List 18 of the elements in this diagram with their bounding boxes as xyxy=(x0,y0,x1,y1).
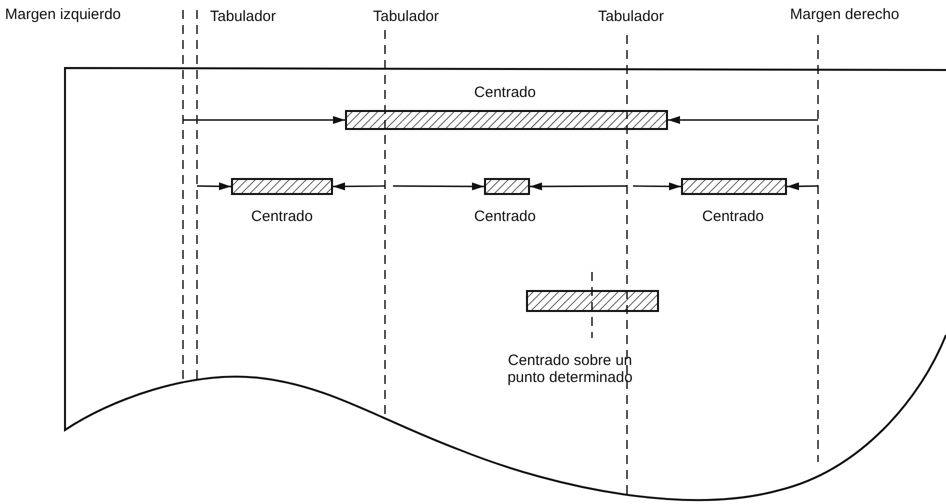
arrow xyxy=(530,182,627,190)
arrow xyxy=(393,182,484,190)
caption-text: Centrado xyxy=(473,84,537,101)
guide-label: Tabulador xyxy=(598,8,664,25)
guide-label: Margen izquierdo xyxy=(5,6,121,23)
arrow xyxy=(197,182,231,190)
caption-text: Centrado xyxy=(250,208,314,225)
arrow xyxy=(786,182,818,190)
guide-label: Tabulador xyxy=(373,8,439,25)
guide-label: Margen derecho xyxy=(790,6,900,23)
caption-text: Centrado xyxy=(473,208,537,225)
caption-text: Centrado xyxy=(701,208,765,225)
arrow xyxy=(333,182,385,190)
arrow xyxy=(633,182,681,190)
arrow xyxy=(183,116,345,124)
arrow xyxy=(668,116,818,124)
caption-text: Centrado sobre un punto determinado xyxy=(506,352,634,386)
guide-label: Tabulador xyxy=(210,8,276,25)
